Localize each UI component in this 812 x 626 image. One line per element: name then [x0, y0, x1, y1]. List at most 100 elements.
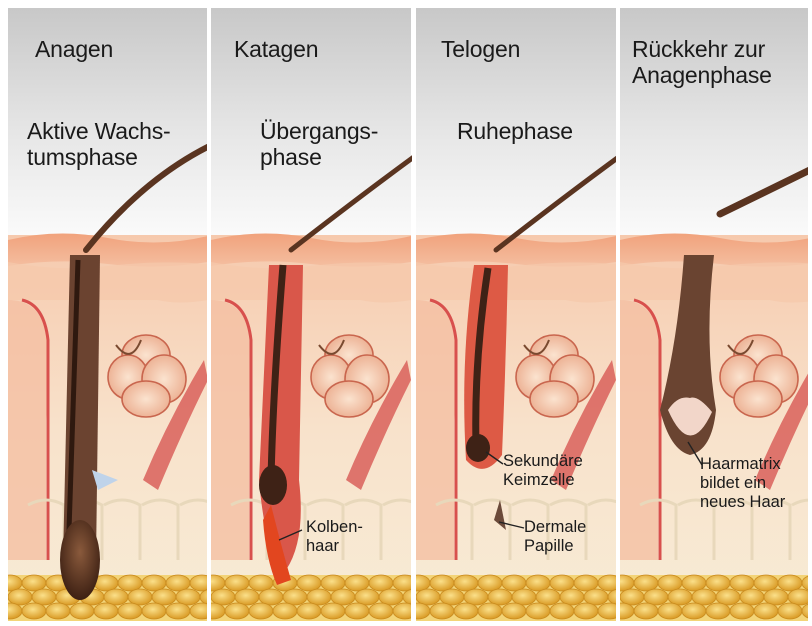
panel-divider: [207, 0, 211, 621]
fat-cell: [142, 575, 166, 591]
fat-cell: [22, 575, 46, 591]
fat-cell: [331, 589, 355, 605]
panel-divider: [616, 0, 620, 621]
gland-lobe: [530, 381, 578, 417]
panel-subtitle-katagen: Übergangs- phase: [260, 118, 378, 170]
dermal-fold: [211, 300, 252, 560]
fat-cell: [128, 589, 152, 605]
fat-cell: [692, 589, 716, 605]
gland-lobe: [122, 381, 170, 417]
fat-cell: [142, 603, 166, 619]
fat-cell: [730, 603, 754, 619]
fat-cell: [550, 575, 574, 591]
fat-cell: [249, 575, 273, 591]
panel-title-katagen: Katagen: [234, 36, 318, 62]
fat-cell: [536, 589, 560, 605]
fat-cell: [297, 575, 321, 591]
panel-divider: [0, 0, 4, 621]
fat-cell: [307, 589, 331, 605]
epidermis-lower: [620, 262, 812, 303]
fat-cell: [526, 575, 550, 591]
fat-cell: [70, 603, 94, 619]
fat-cell: [574, 603, 598, 619]
fat-cell: [321, 575, 345, 591]
fat-cell: [526, 603, 550, 619]
panel-title-return: Rückkehr zur Anagenphase: [632, 36, 772, 88]
fat-cell: [321, 603, 345, 619]
fat-cell: [235, 589, 259, 605]
panel-subtitle-anagen: Aktive Wachs- tumsphase: [27, 118, 171, 170]
fat-cell: [644, 589, 668, 605]
fat-cell: [345, 575, 369, 591]
fat-cell: [560, 589, 584, 605]
fat-cell: [634, 603, 658, 619]
fat-cell: [730, 575, 754, 591]
club-hair: [466, 434, 490, 462]
gland-lobe: [325, 381, 373, 417]
fat-cell: [416, 589, 440, 605]
panel-subtitle-telogen: Ruhephase: [457, 118, 573, 144]
fat-cell: [488, 589, 512, 605]
fat-cell: [512, 589, 536, 605]
fat-cell: [478, 575, 502, 591]
fat-cell: [369, 603, 393, 619]
epidermis-lower: [8, 262, 208, 303]
fat-cell: [740, 589, 764, 605]
fat-cell: [8, 589, 32, 605]
fat-cell: [273, 603, 297, 619]
panel-title-telogen: Telogen: [441, 36, 520, 62]
fat-cell: [430, 603, 454, 619]
callout-dermale-papille: Dermale Papille: [524, 518, 586, 556]
fat-cell: [283, 589, 307, 605]
callout-kolbenhaar: Kolben- haar: [306, 518, 363, 556]
stage-panel-4: [610, 0, 812, 621]
fat-cell: [682, 603, 706, 619]
panel-title-anagen: Anagen: [35, 36, 113, 62]
fat-cell: [754, 575, 778, 591]
fat-cell: [166, 575, 190, 591]
fat-cell: [634, 575, 658, 591]
fat-cell: [658, 603, 682, 619]
fat-cell: [176, 589, 200, 605]
fat-cell: [22, 603, 46, 619]
fat-cell: [259, 589, 283, 605]
panel-divider: [808, 0, 812, 621]
fat-cell: [584, 589, 608, 605]
dermal-fold: [416, 300, 457, 560]
fat-cell: [94, 603, 118, 619]
fat-cell: [297, 603, 321, 619]
fat-cell: [778, 603, 802, 619]
fat-cell: [454, 603, 478, 619]
fat-cell: [225, 575, 249, 591]
fat-cell: [369, 575, 393, 591]
top-border: [0, 0, 812, 8]
club-hair: [259, 465, 287, 505]
fat-cell: [502, 603, 526, 619]
fat-cell: [152, 589, 176, 605]
fat-cell: [478, 603, 502, 619]
fat-cell: [716, 589, 740, 605]
epidermis-lower: [416, 262, 616, 303]
fat-cell: [104, 589, 128, 605]
fat-cell: [345, 603, 369, 619]
fat-cell: [668, 589, 692, 605]
fat-cell: [32, 589, 56, 605]
fat-cell: [166, 603, 190, 619]
fat-cell: [225, 603, 249, 619]
fat-cell: [46, 603, 70, 619]
fat-cell: [754, 603, 778, 619]
fat-cell: [778, 575, 802, 591]
callout-haarmatrix: Haarmatrix bildet ein neues Haar: [700, 455, 785, 512]
fat-cell: [440, 589, 464, 605]
fat-cell: [379, 589, 403, 605]
dermal-fold: [8, 300, 49, 560]
gland-lobe: [734, 381, 782, 417]
fat-cell: [118, 575, 142, 591]
fat-cell: [658, 575, 682, 591]
fat-cell: [502, 575, 526, 591]
fat-cell: [764, 589, 788, 605]
epidermis-lower: [211, 262, 411, 303]
fat-cell: [118, 603, 142, 619]
